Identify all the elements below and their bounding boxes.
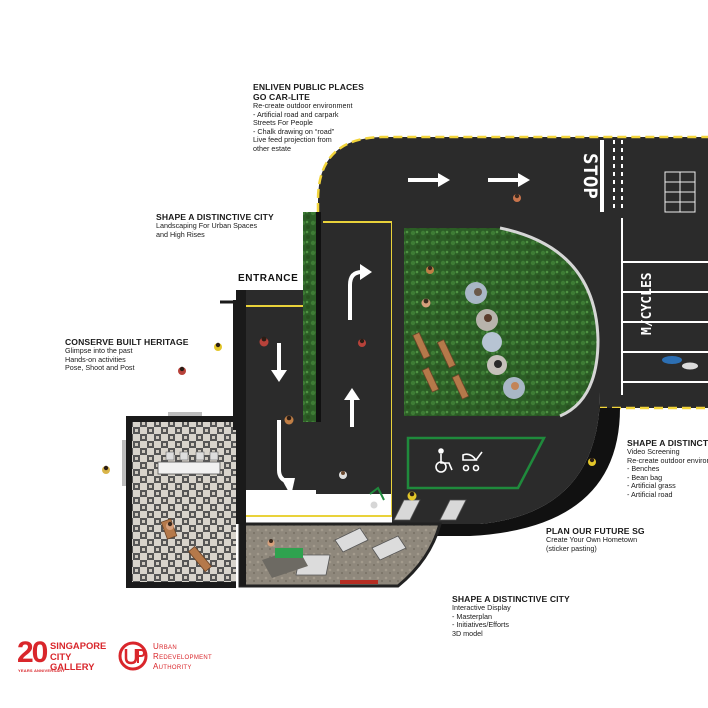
stop-marking: STOP: [579, 153, 601, 199]
person-icon: [426, 265, 434, 274]
person-icon: [178, 366, 186, 375]
note-line: Glimpse into the past: [65, 346, 133, 356]
person-icon: [267, 539, 275, 547]
note-line: 3D model: [452, 628, 483, 638]
note-go-car-lite: ENLIVEN PUBLIC PLACES GO CAR-LITE Re-cre…: [253, 82, 364, 153]
person-icon: [407, 491, 417, 501]
singapore-city-gallery-logo: 20 YEARS ANNIVERSARY SINGAPORE CITY GALL…: [17, 638, 112, 678]
stop-line: [600, 140, 604, 212]
note-line: Video Screening: [627, 447, 680, 457]
note-line: Hands-on activities: [65, 354, 126, 364]
note-distinctive-city-bottom: SHAPE A DISTINCTIVE CITY Interactive Dis…: [452, 594, 570, 638]
note-heading: GO CAR-LITE: [253, 92, 310, 103]
ura-name-line: Urban: [153, 642, 177, 651]
person-icon: [358, 338, 366, 347]
ura-name-line: Redevelopment: [153, 652, 213, 661]
stop-dashes: [613, 140, 623, 212]
wheelchair-icon: [435, 448, 453, 473]
note-line: Streets For People: [253, 118, 313, 128]
window: [168, 412, 202, 416]
note-line: - Artificial road and carpark: [253, 109, 339, 119]
logo-name-line: GALLERY: [50, 661, 95, 673]
note-line: - Artificial road: [627, 489, 673, 499]
model-table: [262, 548, 308, 578]
note-line: - Artificial grass: [627, 481, 676, 491]
note-line: Interactive Display: [452, 603, 511, 613]
ura-name: Urban Redevelopment Authority: [153, 642, 212, 672]
heritage-counter: [157, 451, 221, 475]
person-icon: [166, 521, 174, 530]
note-conserve-heritage: CONSERVE BUILT HERITAGE Glimpse into the…: [65, 337, 189, 373]
logo-subtext: YEARS ANNIVERSARY: [18, 668, 66, 673]
person-icon: [421, 298, 431, 308]
logo-name: SINGAPORE CITY GALLERY: [50, 640, 107, 673]
note-line: Re-create outdoor environment: [627, 455, 708, 465]
note-line: Create Your Own Hometown: [546, 535, 638, 545]
note-line: - Masterplan: [452, 611, 492, 621]
person-icon: [102, 465, 110, 474]
arrow-right-2: [488, 173, 530, 187]
display-plinths: [393, 499, 467, 521]
red-bench: [340, 580, 378, 584]
note-heading: SHAPE A DISTINCTIVE CITY: [452, 594, 570, 604]
interactive-display-zone: [238, 522, 442, 588]
ura-name-line: Authority: [153, 662, 192, 671]
note-line: Re-create outdoor environment: [253, 101, 353, 111]
note-heading: CONSERVE BUILT HERITAGE: [65, 337, 189, 347]
arrow-up: [344, 388, 360, 427]
note-line: Live feed projection from: [253, 135, 332, 145]
person-icon: [513, 193, 521, 202]
garden-benches: [412, 331, 470, 400]
entrance-lane: [236, 212, 393, 517]
motorcycle-icon: [662, 356, 698, 370]
entrance-label: ENTRANCE: [238, 273, 299, 284]
note-heading: ENLIVEN PUBLIC PLACES: [253, 82, 364, 92]
ura-logo: Urban Redevelopment Authority: [117, 638, 227, 678]
note-line: Landscaping For Urban Spaces: [156, 221, 258, 231]
hopscotch-chalk: [664, 171, 696, 213]
note-plan-future: PLAN OUR FUTURE SG Create Your Own Homet…: [546, 526, 645, 553]
top-road: [316, 135, 708, 410]
note-line: (sticker pasting): [546, 543, 597, 553]
note-line: - Benches: [627, 464, 660, 474]
arrow-curve-down: [277, 420, 295, 496]
window: [122, 440, 126, 486]
note-heading: PLAN OUR FUTURE SG: [546, 526, 645, 536]
person-icon: [588, 457, 596, 466]
person-icon: [284, 415, 294, 425]
bean-bag-group: [465, 282, 525, 399]
note-line: - Initiatives/Efforts: [452, 620, 509, 630]
arrow-down: [271, 343, 287, 382]
note-heading: SHAPE A DISTINCTIVE CITY: [627, 438, 708, 448]
garden-zone: [392, 212, 600, 524]
note-distinctive-city-right: SHAPE A DISTINCTIVE CITY Video Screening…: [627, 438, 708, 499]
logo-name-line: CITY: [50, 650, 72, 662]
ura-mark-icon: [118, 641, 148, 671]
note-heading: SHAPE A DISTINCTIVE CITY: [156, 212, 274, 222]
lower-road: [392, 392, 620, 536]
note-line: - Chalk drawing on “road”: [253, 126, 335, 136]
display-panels: [295, 527, 407, 576]
disabled-parking-bay: [406, 436, 547, 490]
person-icon: [214, 342, 222, 351]
mcycles-marking: M/CYCLES: [640, 272, 655, 335]
heritage-room: [122, 290, 246, 588]
person-icon: [339, 471, 347, 479]
note-distinctive-city-top: SHAPE A DISTINCTIVE CITY Landscaping For…: [156, 212, 274, 239]
note-line: Pose, Shoot and Post: [65, 363, 135, 373]
note-line: - Bean bag: [627, 472, 663, 482]
person-icon: [369, 486, 385, 509]
note-line: other estate: [253, 143, 291, 153]
logo-number: 20: [17, 636, 48, 669]
stroller-icon: [462, 451, 483, 472]
note-line: and High Rises: [156, 229, 205, 239]
arrow-right-1: [408, 173, 450, 187]
person-icon: [259, 336, 269, 347]
logo-name-line: SINGAPORE: [50, 640, 107, 651]
mcycle-bays: [621, 218, 708, 395]
arrow-curve-up: [348, 264, 372, 320]
